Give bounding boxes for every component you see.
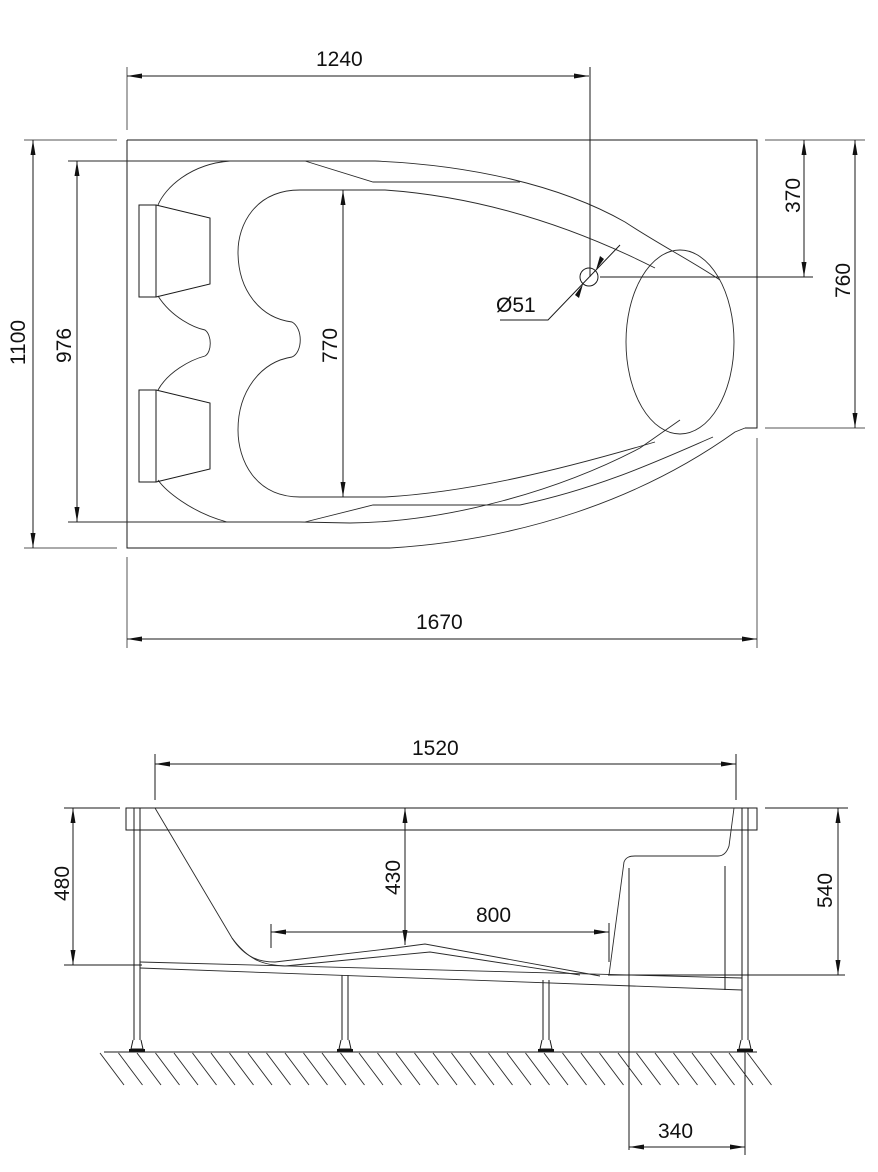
dim-bottom-length: 800 <box>476 904 512 927</box>
dim-basin-depth: 430 <box>382 859 406 896</box>
dim-height-right: 540 <box>814 872 838 909</box>
drain-icon <box>579 267 599 287</box>
dim-drain-offset-y: 370 <box>782 177 806 214</box>
dim-basin-width: 770 <box>319 327 343 364</box>
dim-right-depth: 760 <box>832 262 856 299</box>
side-view-dimensions <box>64 754 848 1155</box>
top-view-dimensions <box>24 67 865 648</box>
dim-rim-length: 1520 <box>412 737 459 760</box>
side-view <box>64 807 845 1150</box>
dim-height-left: 480 <box>51 865 75 902</box>
dim-seat-offset: 340 <box>658 1120 694 1143</box>
dim-overall-length: 1670 <box>416 611 463 634</box>
headrest-top <box>138 204 157 298</box>
leg-feet <box>129 1039 753 1052</box>
dim-overall-width: 1100 <box>7 319 31 366</box>
dim-drain-diameter: Ø51 <box>496 294 536 317</box>
top-view <box>68 139 758 549</box>
dim-drain-offset-x: 1240 <box>316 48 363 71</box>
headrest-bottom <box>138 389 157 483</box>
ground-hatch <box>99 1052 772 1086</box>
dim-inner-width: 976 <box>53 327 77 364</box>
